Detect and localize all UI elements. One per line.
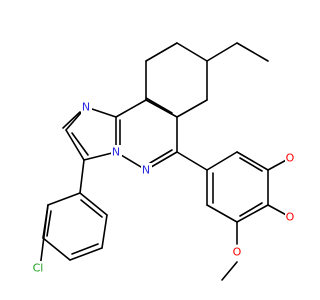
bond [206,151,238,171]
bond [115,99,147,118]
bond [221,261,238,281]
molecule-structure: N N N O O O Cl [29,42,296,281]
bond [39,204,49,269]
bond [176,99,208,118]
bond [176,151,208,171]
bond [236,42,269,62]
bond [71,243,99,255]
bond [80,199,103,218]
bond [145,97,173,114]
bond [46,210,52,237]
bond [236,204,269,223]
bond [71,132,89,156]
bond [62,111,81,129]
bond [239,157,263,172]
bond [239,202,263,217]
bond [145,42,178,62]
atom-labels: N N N O O O Cl [29,100,296,275]
bond [149,149,173,164]
atom-label-oxygen: O [286,152,295,165]
bond [206,42,238,62]
bond [79,159,85,194]
bond [83,151,117,161]
bond [42,237,71,261]
bond [236,151,269,171]
atom-label-oxygen: O [286,211,295,224]
bond [206,204,238,223]
bond [47,192,81,206]
bond [69,247,103,261]
bond [101,214,108,249]
atom-label-nitrogen: N [142,164,150,177]
bond [65,129,85,161]
atom-label-nitrogen: N [82,101,90,114]
bond [145,99,178,118]
bond [176,42,208,62]
atom-label-nitrogen: N [112,146,120,159]
atom-label-oxygen: O [233,246,242,259]
bonds [39,42,291,281]
molecule-canvas: N N N O O O Cl [29,42,296,281]
bond [79,192,108,216]
atom-label-chlorine: Cl [33,262,44,275]
